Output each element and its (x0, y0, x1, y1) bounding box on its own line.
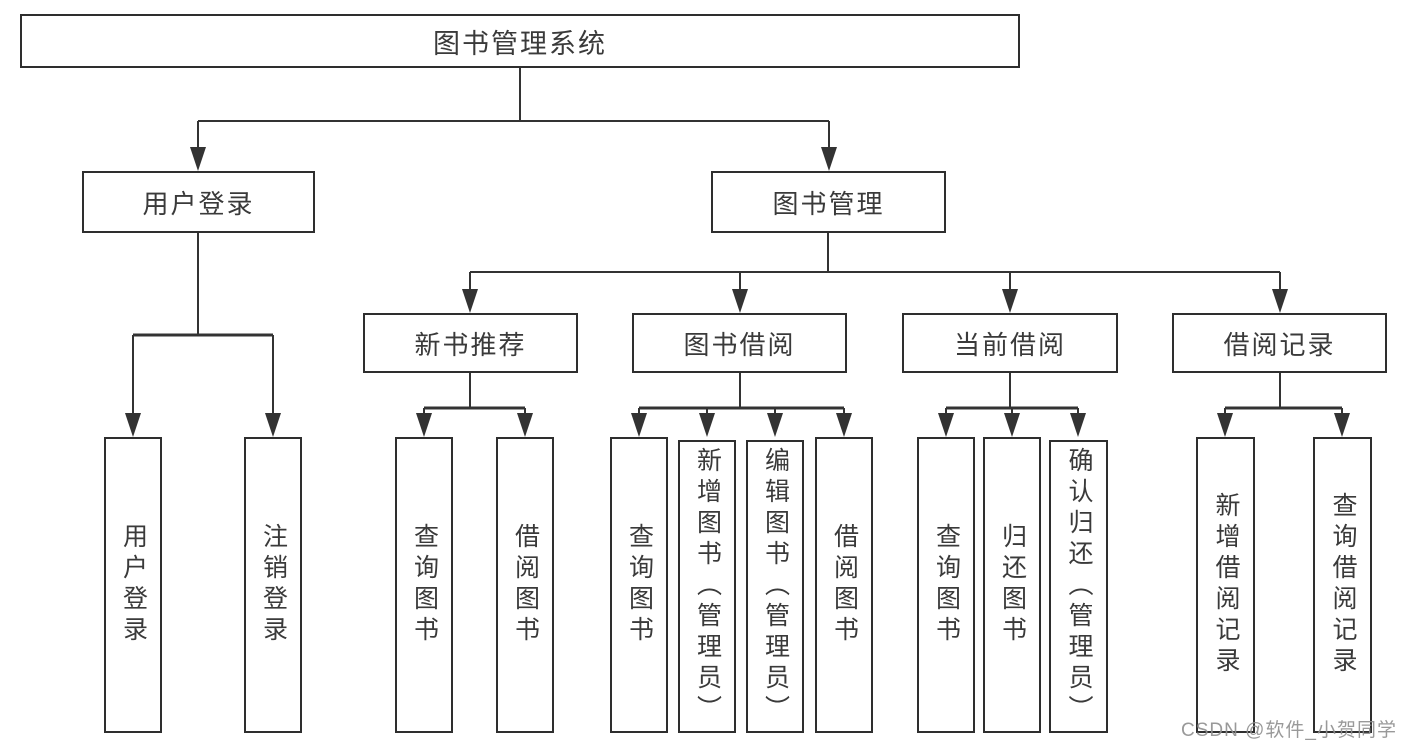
node-borrow-record-label: 借阅记录 (1223, 329, 1336, 360)
leaf-user-login: 用户登录 (104, 437, 162, 733)
node-book-borrow-label: 图书借阅 (683, 329, 796, 360)
leaf-user-login-label: 用户登录 (119, 523, 148, 647)
connector-root-to-level2 (190, 68, 837, 171)
node-current-borrow: 当前借阅 (902, 313, 1118, 373)
leaf-newbook-query-book-label: 查询图书 (410, 523, 439, 647)
leaf-current-return-book: 归还图书 (983, 437, 1041, 733)
leaf-record-query-label: 查询借阅记录 (1329, 492, 1357, 678)
leaf-record-add-label: 新增借阅记录 (1212, 492, 1240, 678)
leaf-logout-label: 注销登录 (259, 523, 288, 647)
node-user-login-label: 用户登录 (142, 188, 255, 219)
leaf-borrow-edit-book-admin: 编辑图书（管理员） (746, 440, 804, 733)
leaf-newbook-query-book: 查询图书 (395, 437, 453, 733)
leaf-borrow-query-book-label: 查询图书 (625, 523, 654, 647)
leaf-current-query-book: 查询图书 (917, 437, 975, 733)
leaf-borrow-borrow-book: 借阅图书 (815, 437, 873, 733)
leaf-borrow-add-book-admin: 新增图书（管理员） (678, 440, 736, 733)
watermark: CSDN @软件_小贺同学 (1181, 720, 1397, 741)
node-current-borrow-label: 当前借阅 (953, 329, 1066, 360)
leaf-newbook-borrow-book-label: 借阅图书 (511, 523, 540, 647)
leaf-current-query-book-label: 查询图书 (932, 523, 961, 647)
leaf-logout: 注销登录 (244, 437, 302, 733)
node-system-root: 图书管理系统 (20, 14, 1020, 68)
leaf-current-return-book-label: 归还图书 (998, 523, 1027, 647)
connector-new-book-to-leaves (416, 373, 533, 437)
node-user-login: 用户登录 (82, 171, 315, 233)
leaf-record-query: 查询借阅记录 (1313, 437, 1372, 733)
node-system-root-label: 图书管理系统 (433, 28, 607, 59)
leaf-current-confirm-return-admin-label: 确认归还（管理员） (1065, 447, 1093, 726)
leaf-borrow-add-book-admin-label: 新增图书（管理员） (693, 447, 722, 726)
node-book-borrow: 图书借阅 (632, 313, 847, 373)
connector-book-borrow-to-leaves (631, 373, 852, 437)
connector-current-borrow-to-leaves (938, 373, 1086, 437)
node-book-management: 图书管理 (711, 171, 946, 233)
node-book-management-label: 图书管理 (772, 188, 885, 219)
node-new-book-recommend: 新书推荐 (363, 313, 578, 373)
connector-book-management-to-level3 (462, 233, 1288, 313)
leaf-borrow-borrow-book-label: 借阅图书 (830, 523, 859, 647)
connector-user-login-to-leaves (125, 233, 281, 437)
leaf-borrow-edit-book-admin-label: 编辑图书（管理员） (761, 447, 790, 726)
connector-borrow-record-to-leaves (1217, 373, 1350, 437)
leaf-borrow-query-book: 查询图书 (610, 437, 668, 733)
leaf-current-confirm-return-admin: 确认归还（管理员） (1049, 440, 1108, 733)
leaf-newbook-borrow-book: 借阅图书 (496, 437, 554, 733)
node-borrow-record: 借阅记录 (1172, 313, 1387, 373)
leaf-record-add: 新增借阅记录 (1196, 437, 1255, 733)
node-new-book-recommend-label: 新书推荐 (414, 329, 527, 360)
